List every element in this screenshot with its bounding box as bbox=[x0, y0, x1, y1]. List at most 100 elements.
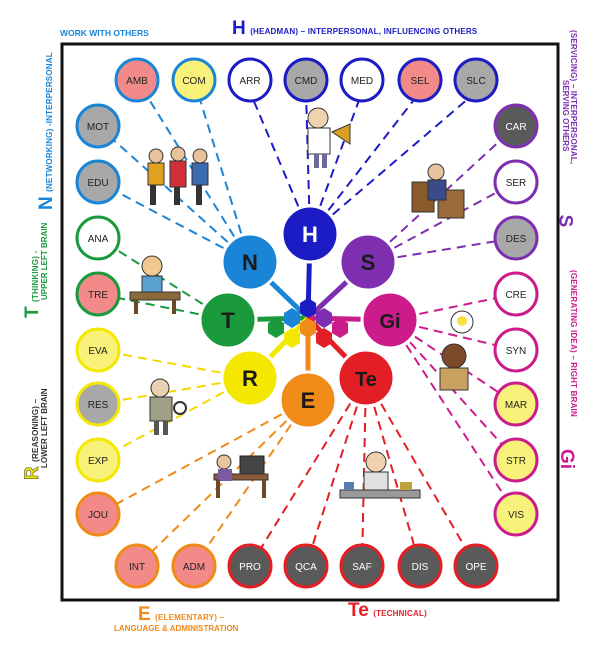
networking-desc: (NETWORKING) -INTERPERSONAL bbox=[45, 52, 54, 192]
headman-letter: H bbox=[232, 18, 246, 39]
hub-label-s: S bbox=[361, 250, 376, 275]
servicing-desc-1: (SERVICING) – INTERPERSONAL, bbox=[569, 30, 578, 165]
hub-e: E bbox=[278, 370, 338, 430]
illustration-detective bbox=[149, 378, 187, 435]
role-circle-amb bbox=[114, 57, 160, 103]
role-sel: SEL bbox=[397, 57, 443, 103]
role-circle-cmd bbox=[283, 57, 329, 103]
role-cre: CRE bbox=[493, 271, 539, 317]
hub-label-te: Te bbox=[355, 369, 377, 391]
role-label-ana: ANA bbox=[88, 234, 109, 245]
role-label-adm: ADM bbox=[183, 562, 205, 573]
role-ope: OPE bbox=[453, 543, 499, 589]
hub-h: H bbox=[280, 204, 340, 264]
generating-letter: Gi bbox=[556, 448, 578, 470]
hub-label-e: E bbox=[301, 388, 316, 413]
role-circle-med bbox=[339, 57, 385, 103]
hub-circle-s bbox=[338, 232, 398, 292]
hub-circle-e bbox=[278, 370, 338, 430]
role-slc: SLC bbox=[453, 57, 499, 103]
role-label-tre: TRE bbox=[88, 290, 108, 301]
role-com: COM bbox=[171, 57, 217, 103]
role-circle-jou bbox=[75, 491, 121, 537]
servicing-letter: S bbox=[554, 214, 576, 228]
role-cmd: CMD bbox=[283, 57, 329, 103]
illustration-computer-worker bbox=[213, 454, 269, 498]
role-label-amb: AMB bbox=[126, 76, 148, 87]
role-circle-pro bbox=[227, 543, 273, 589]
role-circle-syn bbox=[493, 327, 539, 373]
role-label-mar: MAR bbox=[505, 400, 527, 411]
role-label-ope: OPE bbox=[465, 562, 486, 573]
role-ana: ANA bbox=[75, 215, 121, 261]
hub-circle-te bbox=[336, 348, 396, 408]
hub-s: S bbox=[338, 232, 398, 292]
generating-desc: (GENERATING IDEA) – RIGHT BRAIN bbox=[569, 270, 578, 417]
headman-heading: H (HEADMAN) – INTERPERSONAL, INFLUENCING… bbox=[232, 18, 477, 40]
role-arr: ARR bbox=[227, 57, 273, 103]
hub-te: Te bbox=[336, 348, 396, 408]
hub-circle-t bbox=[198, 290, 258, 350]
role-circle-ana bbox=[75, 215, 121, 261]
role-label-dis: DIS bbox=[412, 562, 429, 573]
role-circle-car bbox=[493, 103, 539, 149]
role-label-res: RES bbox=[88, 400, 109, 411]
hub-n: N bbox=[220, 232, 280, 292]
elementary-desc-1: (ELEMENTARY) – bbox=[155, 613, 225, 622]
role-circle-cre bbox=[493, 271, 539, 317]
role-circle-slc bbox=[453, 57, 499, 103]
role-circle-adm bbox=[171, 543, 217, 589]
role-circle-vis bbox=[493, 491, 539, 537]
role-tre: TRE bbox=[75, 271, 121, 317]
role-car: CAR bbox=[493, 103, 539, 149]
illustration-technician bbox=[339, 451, 421, 499]
reasoning-letter: R bbox=[22, 466, 44, 480]
role-label-qca: QCA bbox=[295, 562, 317, 573]
role-circle-saf bbox=[339, 543, 385, 589]
role-label-exp: EXP bbox=[88, 456, 108, 467]
role-label-vis: VIS bbox=[508, 510, 524, 521]
illustration-headman-megaphone bbox=[307, 107, 351, 168]
role-circle-str bbox=[493, 437, 539, 483]
role-adm: ADM bbox=[171, 543, 217, 589]
role-label-jou: JOU bbox=[88, 510, 108, 521]
role-circle-exp bbox=[75, 437, 121, 483]
role-label-car: CAR bbox=[505, 122, 526, 133]
role-label-com: COM bbox=[182, 76, 205, 87]
role-saf: SAF bbox=[339, 543, 385, 589]
illustration-porter-luggage bbox=[411, 163, 465, 219]
role-label-sel: SEL bbox=[411, 76, 430, 87]
role-label-med: MED bbox=[351, 76, 373, 87]
hub-circle-h bbox=[280, 204, 340, 264]
role-circle-arr bbox=[227, 57, 273, 103]
role-label-arr: ARR bbox=[239, 76, 260, 87]
role-syn: SYN bbox=[493, 327, 539, 373]
role-circle-ope bbox=[453, 543, 499, 589]
hub-gi: Gi bbox=[360, 290, 420, 350]
role-label-str: STR bbox=[506, 456, 526, 467]
elementary-desc-2: LANGUAGE & ADMINISTRATION bbox=[114, 624, 239, 633]
role-amb: AMB bbox=[114, 57, 160, 103]
reasoning-desc-2: LOWER LEFT BRAIN bbox=[40, 388, 49, 468]
hub-label-gi: Gi bbox=[379, 311, 400, 333]
role-circle-dis bbox=[397, 543, 443, 589]
thinking-letter: T bbox=[22, 306, 43, 318]
hub-circle-gi bbox=[360, 290, 420, 350]
role-exp: EXP bbox=[75, 437, 121, 483]
role-circle-com bbox=[171, 57, 217, 103]
illustration-student-desk bbox=[129, 255, 181, 314]
role-qca: QCA bbox=[283, 543, 329, 589]
role-circle-int bbox=[114, 543, 160, 589]
generating-heading: (GENERATING IDEA) – RIGHT BRAIN bbox=[566, 270, 584, 417]
role-str: STR bbox=[493, 437, 539, 483]
role-label-cmd: CMD bbox=[295, 76, 318, 87]
role-circle-eva bbox=[75, 327, 121, 373]
illustration-group-people bbox=[147, 146, 209, 205]
role-label-cre: CRE bbox=[505, 290, 526, 301]
hub-r: R bbox=[220, 348, 280, 408]
hub-label-h: H bbox=[302, 222, 318, 247]
hub-label-r: R bbox=[242, 366, 258, 391]
